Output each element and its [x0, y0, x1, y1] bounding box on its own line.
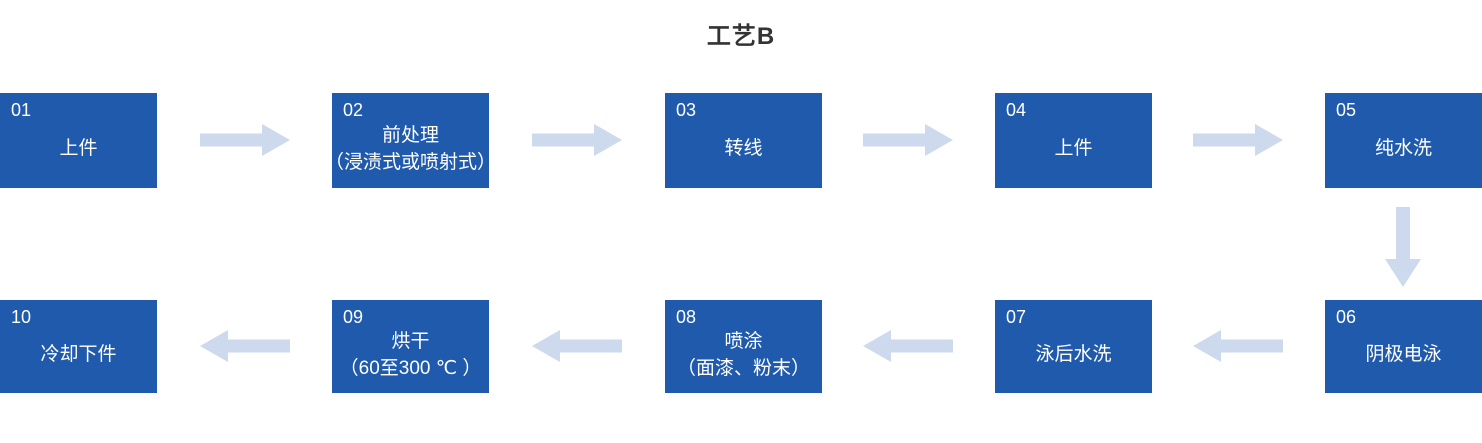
step-title: 纯水洗 [1374, 138, 1432, 159]
flow-step-01: 01 上件 [0, 93, 157, 188]
step-subtitle: （浸渍式或喷射式） [325, 151, 497, 173]
arrow-down-icon [1385, 207, 1421, 287]
arrow-left-icon [532, 330, 622, 362]
step-subtitle: （60至300 ℃ ） [339, 357, 482, 379]
step-title: 上件 [1054, 138, 1093, 159]
step-number: 01 [11, 100, 32, 120]
flow-step-05: 05 纯水洗 [1325, 93, 1482, 188]
flow-step-10: 10 冷却下件 [0, 300, 157, 393]
flow-step-02: 02 前处理 （浸渍式或喷射式） [325, 93, 496, 188]
step-number: 10 [11, 307, 32, 327]
arrow-left-icon [863, 330, 953, 362]
step-title: 烘干 [391, 330, 430, 352]
diagram-title: 工艺B [706, 23, 776, 50]
step-title: 上件 [59, 138, 98, 159]
step-number: 02 [343, 100, 364, 120]
step-number: 09 [343, 307, 364, 327]
step-number: 07 [1006, 307, 1027, 327]
step-number: 04 [1006, 100, 1027, 120]
arrow-right-icon [200, 124, 290, 156]
step-title: 前处理 [381, 124, 439, 146]
flow-step-07: 07 泳后水洗 [995, 300, 1152, 393]
arrow-left-icon [200, 330, 290, 362]
step-number: 08 [676, 307, 697, 327]
step-title: 转线 [724, 138, 763, 159]
flow-step-09: 09 烘干 （60至300 ℃ ） [332, 300, 489, 393]
step-title: 冷却下件 [40, 344, 117, 365]
step-title: 泳后水洗 [1035, 344, 1112, 365]
arrow-right-icon [1193, 124, 1283, 156]
step-number: 03 [676, 100, 697, 120]
step-number: 06 [1336, 307, 1357, 327]
arrow-right-icon [863, 124, 953, 156]
step-subtitle: （面漆、粉末） [676, 357, 810, 379]
flow-step-06: 06 阴极电泳 [1325, 300, 1482, 393]
flow-step-08: 08 喷涂 （面漆、粉末） [665, 300, 822, 393]
flow-step-04: 04 上件 [995, 93, 1152, 188]
arrow-right-icon [532, 124, 622, 156]
step-number: 05 [1336, 100, 1357, 120]
step-title: 阴极电泳 [1365, 344, 1442, 365]
flow-step-03: 03 转线 [665, 93, 822, 188]
step-title: 喷涂 [724, 330, 763, 352]
arrow-left-icon [1193, 330, 1283, 362]
